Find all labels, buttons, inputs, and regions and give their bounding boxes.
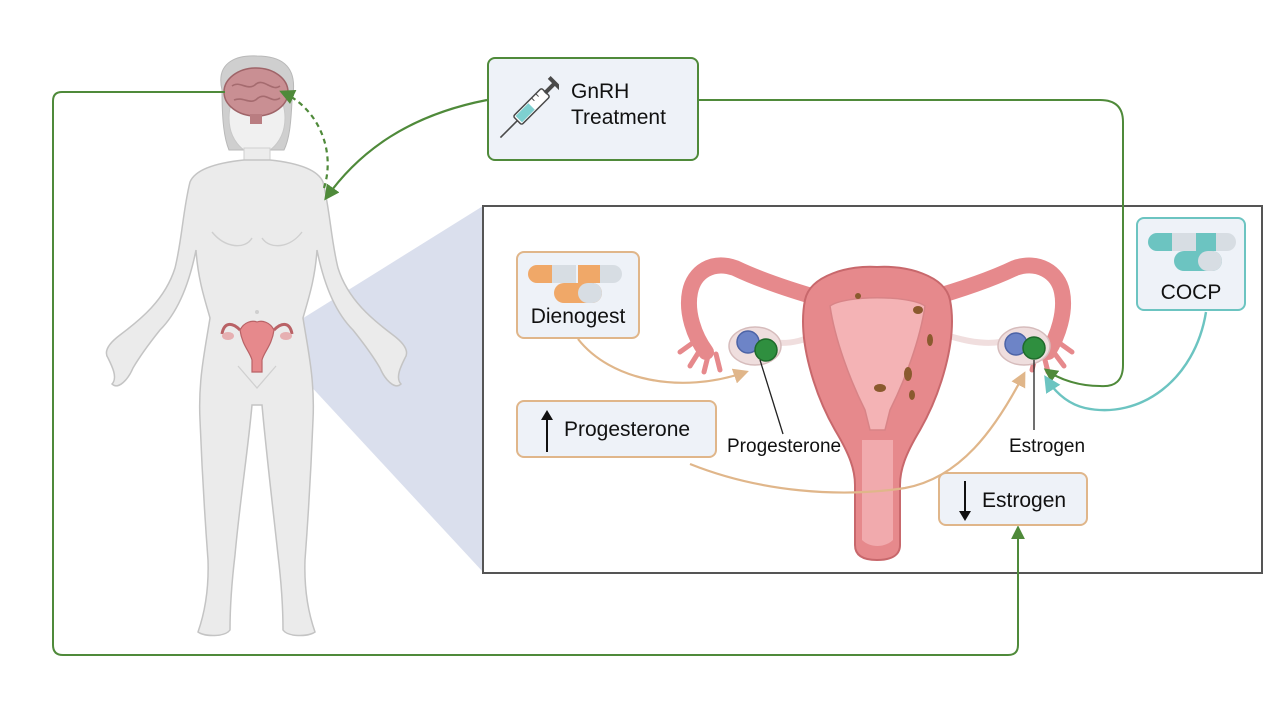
dienogest-box: Dienogest — [516, 251, 640, 339]
right-ovary-estrogen-label: Estrogen — [1009, 436, 1086, 457]
gnrh-to-pituitary-arrow — [324, 98, 488, 201]
gnrh-label: GnRH Treatment — [571, 80, 666, 129]
cocp-label: COCP — [1160, 281, 1222, 304]
dienogest-to-ovary-arrow — [577, 338, 749, 384]
progesterone-to-ovary-arrow — [689, 371, 1026, 494]
arrow-up-icon — [541, 410, 553, 452]
estrogen-effect-label: Estrogen — [982, 489, 1067, 512]
zoom-wedge — [268, 206, 483, 572]
syringe-icon — [499, 76, 559, 139]
gnrh-feedback-loop-path — [52, 91, 1025, 656]
brain-icon — [223, 67, 289, 124]
progesterone-leader — [759, 359, 784, 435]
progesterone-increase-box: Progesterone — [516, 400, 717, 458]
gnrh-to-ovary-arrow — [699, 99, 1124, 388]
left-ovary-progesterone-label: Progesterone — [727, 436, 842, 457]
dienogest-label: Dienogest — [530, 305, 626, 328]
uterus-illustration — [677, 257, 1075, 562]
pituitary-to-brain-dashed-arrow — [279, 89, 329, 189]
cocp-box: COCP — [1136, 217, 1246, 311]
progesterone-effect-label: Progesterone — [564, 418, 691, 441]
pill-capsules-icon — [528, 265, 622, 303]
small-uterus-icon — [220, 320, 294, 373]
arrow-down-icon — [959, 481, 971, 521]
gnrh-treatment-box: GnRH Treatment — [487, 57, 699, 161]
cocp-to-ovary-arrow — [1044, 311, 1208, 412]
pill-capsules-icon — [1148, 233, 1236, 271]
estrogen-decrease-box: Estrogen — [938, 472, 1088, 526]
left-ovary — [728, 326, 782, 366]
right-ovary — [997, 326, 1051, 366]
